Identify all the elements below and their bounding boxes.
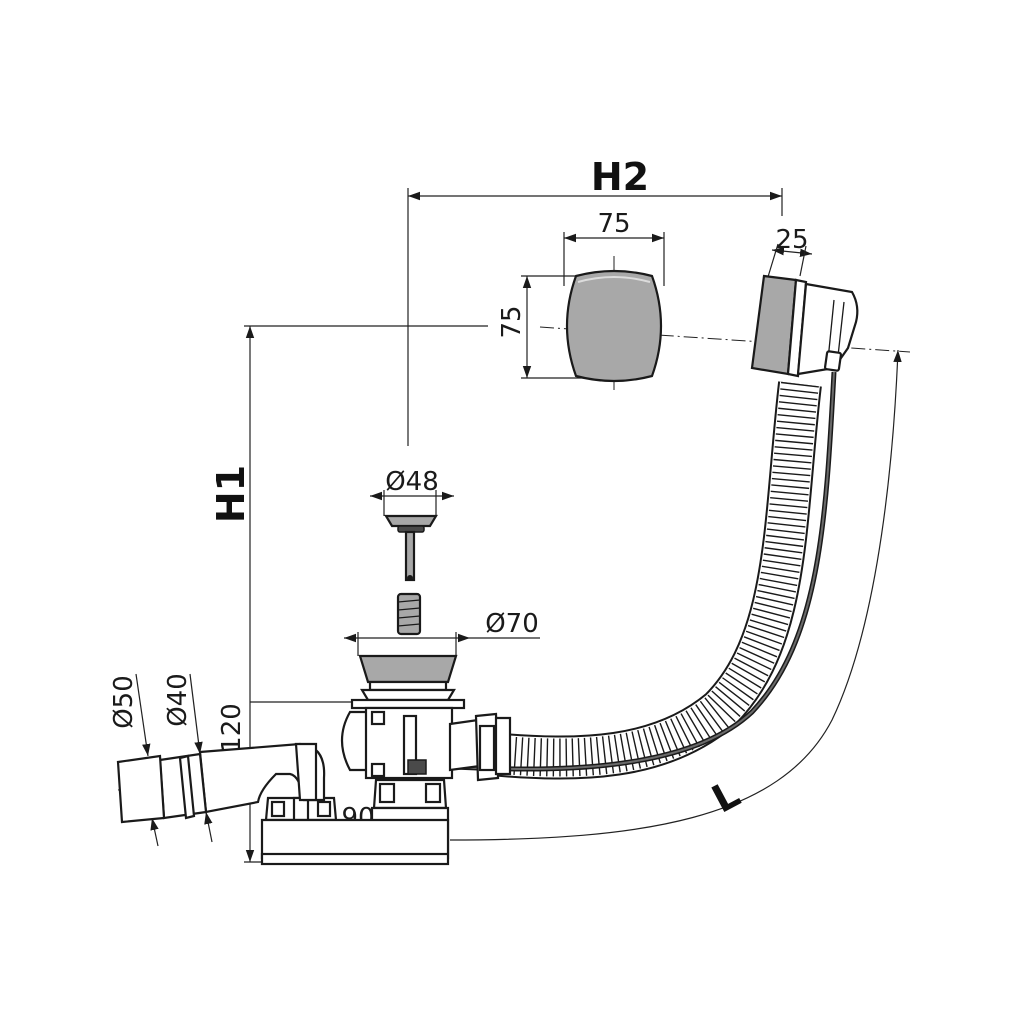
waste-flange <box>350 654 466 710</box>
outlet-inner-dim-lower <box>204 811 213 843</box>
inlet-depth-label: 25 <box>775 225 808 255</box>
overflow-head <box>750 274 859 378</box>
hose-connector-lower <box>474 712 512 782</box>
trap-outlet-nut <box>264 796 338 822</box>
hose-length-arc <box>449 349 902 841</box>
h1-label: H1 <box>209 465 253 523</box>
overflow-width-label: 75 <box>597 209 630 239</box>
hose-length-label: L <box>705 771 747 821</box>
plug-spring <box>396 592 422 636</box>
overflow-cover <box>565 269 663 383</box>
outlet-outer-dim-lower <box>150 817 159 847</box>
h2-label: H2 <box>591 155 649 199</box>
overflow-height-label: 75 <box>497 305 527 338</box>
outlet-inner-diameter-label: Ø40 <box>163 673 193 727</box>
waste-body <box>340 706 482 780</box>
trap-height-label: 120 <box>217 703 247 753</box>
flexible-hose <box>411 371 837 780</box>
flange-diameter-label: Ø70 <box>485 609 539 639</box>
inlet-depth-ext-right <box>799 245 807 277</box>
trap-base <box>260 818 450 866</box>
outlet-outer-diameter-label: Ø50 <box>109 675 139 729</box>
plug-diameter-label: Ø48 <box>385 467 439 497</box>
outlet-inner-dim-upper <box>189 673 203 755</box>
outlet-outer-dim-upper <box>135 673 151 757</box>
outlet-elbow-pipe <box>116 742 326 824</box>
pop-up-plug <box>384 514 438 582</box>
inlet-depth-dimension-line <box>771 247 813 257</box>
